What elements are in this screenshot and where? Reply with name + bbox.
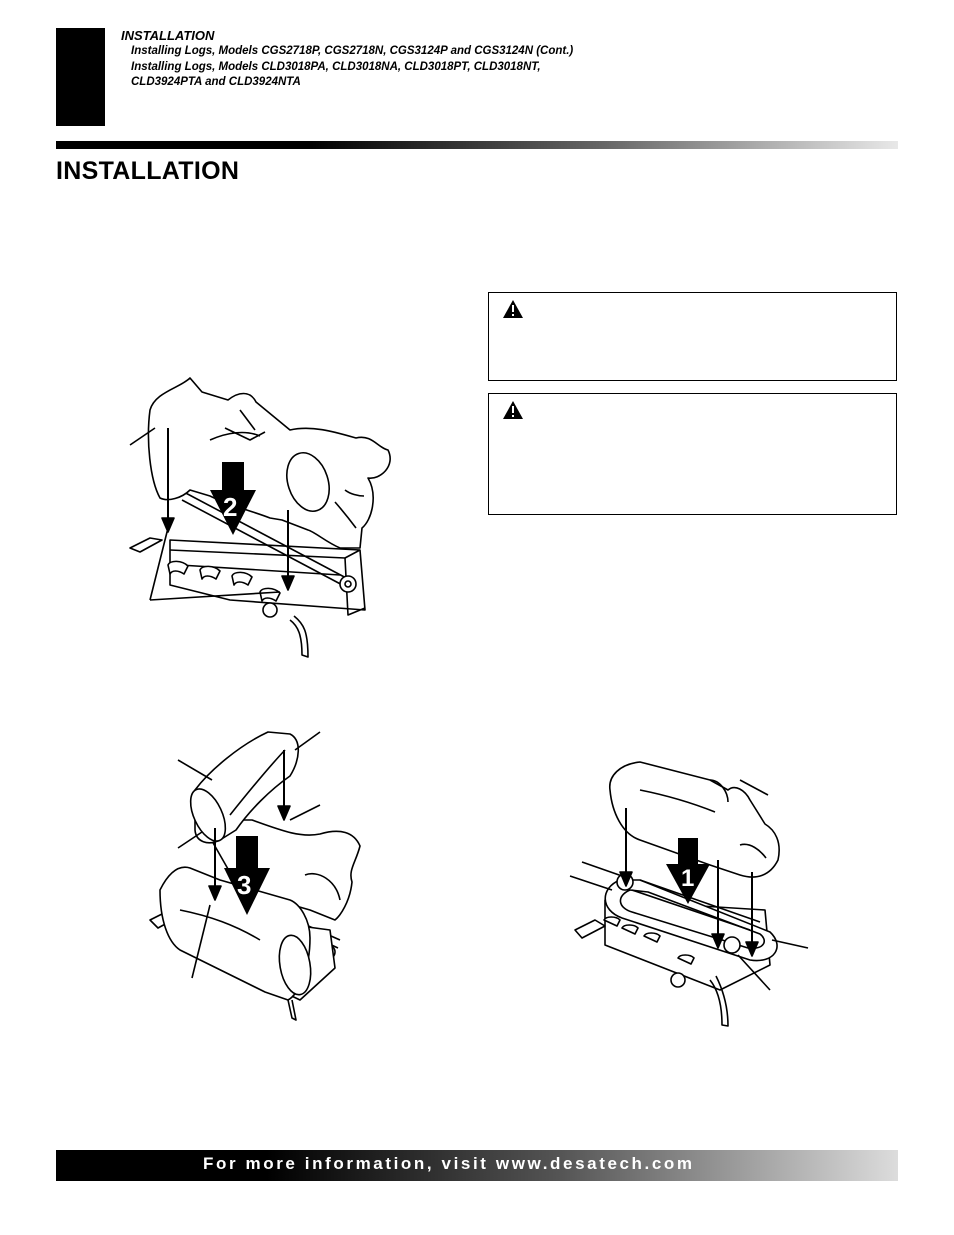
figure-step-3: 3	[149, 731, 361, 1021]
step-3-number: 3	[237, 870, 251, 900]
header-line-1: Installing Logs, Models CGS2718P, CGS271…	[131, 45, 574, 57]
figure-step-1: 1	[569, 761, 809, 1027]
step-1-number: 1	[681, 865, 694, 892]
warning-triangle-icon	[503, 300, 523, 318]
header-line-3: CLD3924PTA and CLD3924NTA	[131, 76, 301, 88]
step-3-arrow: 3	[224, 836, 270, 915]
figure-step-2: 2	[129, 377, 391, 658]
step-2-arrow: 2	[210, 462, 256, 535]
footer-bar: For more information, visit www.desatech…	[56, 1150, 898, 1181]
warning-triangle-icon	[503, 401, 523, 419]
page-title: INSTALLATION	[56, 157, 240, 185]
header-section: INSTALLATION	[121, 28, 215, 43]
footer-text: For more information, visit www.desatech…	[203, 1154, 695, 1173]
warning-box-2	[488, 393, 897, 515]
header-rule	[56, 141, 898, 149]
step-2-number: 2	[223, 492, 237, 522]
section-tab	[56, 28, 105, 126]
header-line-2: Installing Logs, Models CLD3018PA, CLD30…	[131, 61, 541, 73]
warning-box-1	[488, 292, 897, 381]
step-1-arrow: 1	[666, 838, 710, 904]
